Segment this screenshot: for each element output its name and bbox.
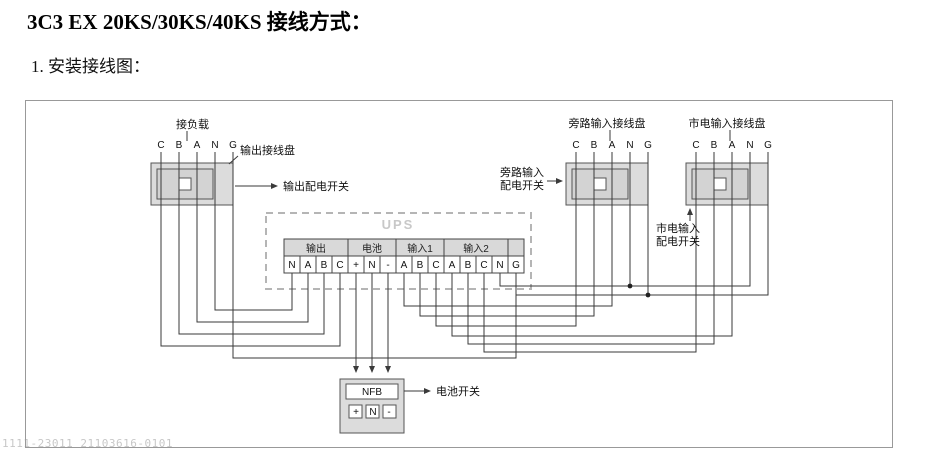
strip-terminal: B: [465, 260, 472, 271]
bypass-switch-label-line2: 配电开关: [500, 178, 544, 192]
pin-label: A: [194, 140, 201, 151]
pin-label: B: [591, 140, 598, 151]
mains-pin-labels: C B A N G: [692, 140, 772, 151]
strip-terminal: A: [449, 260, 456, 271]
nfb-label: NFB: [362, 387, 382, 398]
strip-terminal: N: [368, 260, 375, 271]
strip-terminal: -: [386, 260, 389, 271]
nfb-pin: -: [387, 407, 390, 418]
strip-terminal: G: [512, 260, 520, 271]
nfb-breaker: [339, 378, 405, 434]
mains-board-label: 市电输入接线盘: [689, 116, 766, 130]
pin-label: C: [157, 140, 164, 151]
nfb-pin: N: [369, 407, 376, 418]
pin-label: A: [609, 140, 616, 151]
pin-label: G: [229, 140, 237, 151]
pin-label: C: [572, 140, 579, 151]
ups-label: UPS: [382, 217, 415, 232]
pin-label: A: [729, 140, 736, 151]
mains-switch-label-line2: 配电开关: [656, 234, 700, 248]
ups-dashed-outline: [265, 212, 532, 290]
strip-terminal: N: [496, 260, 503, 271]
page-title: 3C3 EX 20KS/30KS/40KS 接线方式：: [27, 10, 372, 34]
pin-label: B: [176, 140, 183, 151]
strip-terminal: C: [432, 260, 439, 271]
wiring-diagram-frame: UPS 输出 电池 输入1 输入2: [25, 100, 893, 448]
ups-terminal-strip: [283, 238, 525, 274]
battery-switch-label: 电池开关: [436, 384, 480, 398]
nfb-pin: +: [353, 407, 359, 418]
strip-terminal-labels: N A B C + N - A B C A B C N G: [288, 260, 520, 271]
mains-terminal-block: [685, 162, 769, 206]
pin-label: N: [746, 140, 753, 151]
junction-dot: [645, 292, 651, 298]
strip-terminal: A: [401, 260, 408, 271]
mains-switch-label-line1: 市电输入: [656, 221, 700, 235]
strip-terminal: N: [288, 260, 295, 271]
strip-section-output: 输出: [306, 242, 326, 255]
battery-wires: [353, 273, 391, 373]
pin-label: N: [211, 140, 218, 151]
section-heading: 1. 安装接线图：: [31, 57, 150, 76]
junction-dot: [627, 283, 633, 289]
strip-section-input1: 输入1: [407, 242, 433, 255]
pin-label: C: [692, 140, 699, 151]
pin-label: B: [711, 140, 718, 151]
bypass-terminal-block: [565, 162, 649, 206]
pin-label: G: [764, 140, 772, 151]
strip-terminal: B: [321, 260, 328, 271]
strip-terminal: A: [305, 260, 312, 271]
strip-terminal: C: [480, 260, 487, 271]
wiring-diagram: UPS 输出 电池 输入1 输入2: [150, 116, 772, 434]
output-pin-labels: C B A N G: [157, 140, 237, 151]
output-switch-label: 输出配电开关: [283, 179, 349, 193]
pin-label: G: [644, 140, 652, 151]
pin-label: N: [626, 140, 633, 151]
strip-section-battery: 电池: [362, 242, 382, 255]
mains-wires: [451, 152, 769, 353]
bypass-wires: [403, 152, 649, 327]
strip-terminal: B: [417, 260, 424, 271]
output-board-pointer: [228, 155, 239, 165]
strip-terminal: C: [336, 260, 343, 271]
strip-section-headers: 输出 电池 输入1 输入2: [306, 242, 489, 255]
output-board-label: 输出接线盘: [240, 143, 295, 157]
bypass-board-label: 旁路输入接线盘: [569, 116, 646, 130]
strip-terminal: +: [353, 260, 359, 271]
output-terminal-block: [150, 162, 234, 206]
watermark: 1111-23011 21103616-0101: [2, 437, 173, 450]
strip-section-input2: 输入2: [463, 242, 489, 255]
load-label: 接负载: [176, 117, 209, 131]
bypass-pin-labels: C B A N G: [572, 140, 652, 151]
bypass-switch-label-line1: 旁路输入: [500, 165, 544, 179]
